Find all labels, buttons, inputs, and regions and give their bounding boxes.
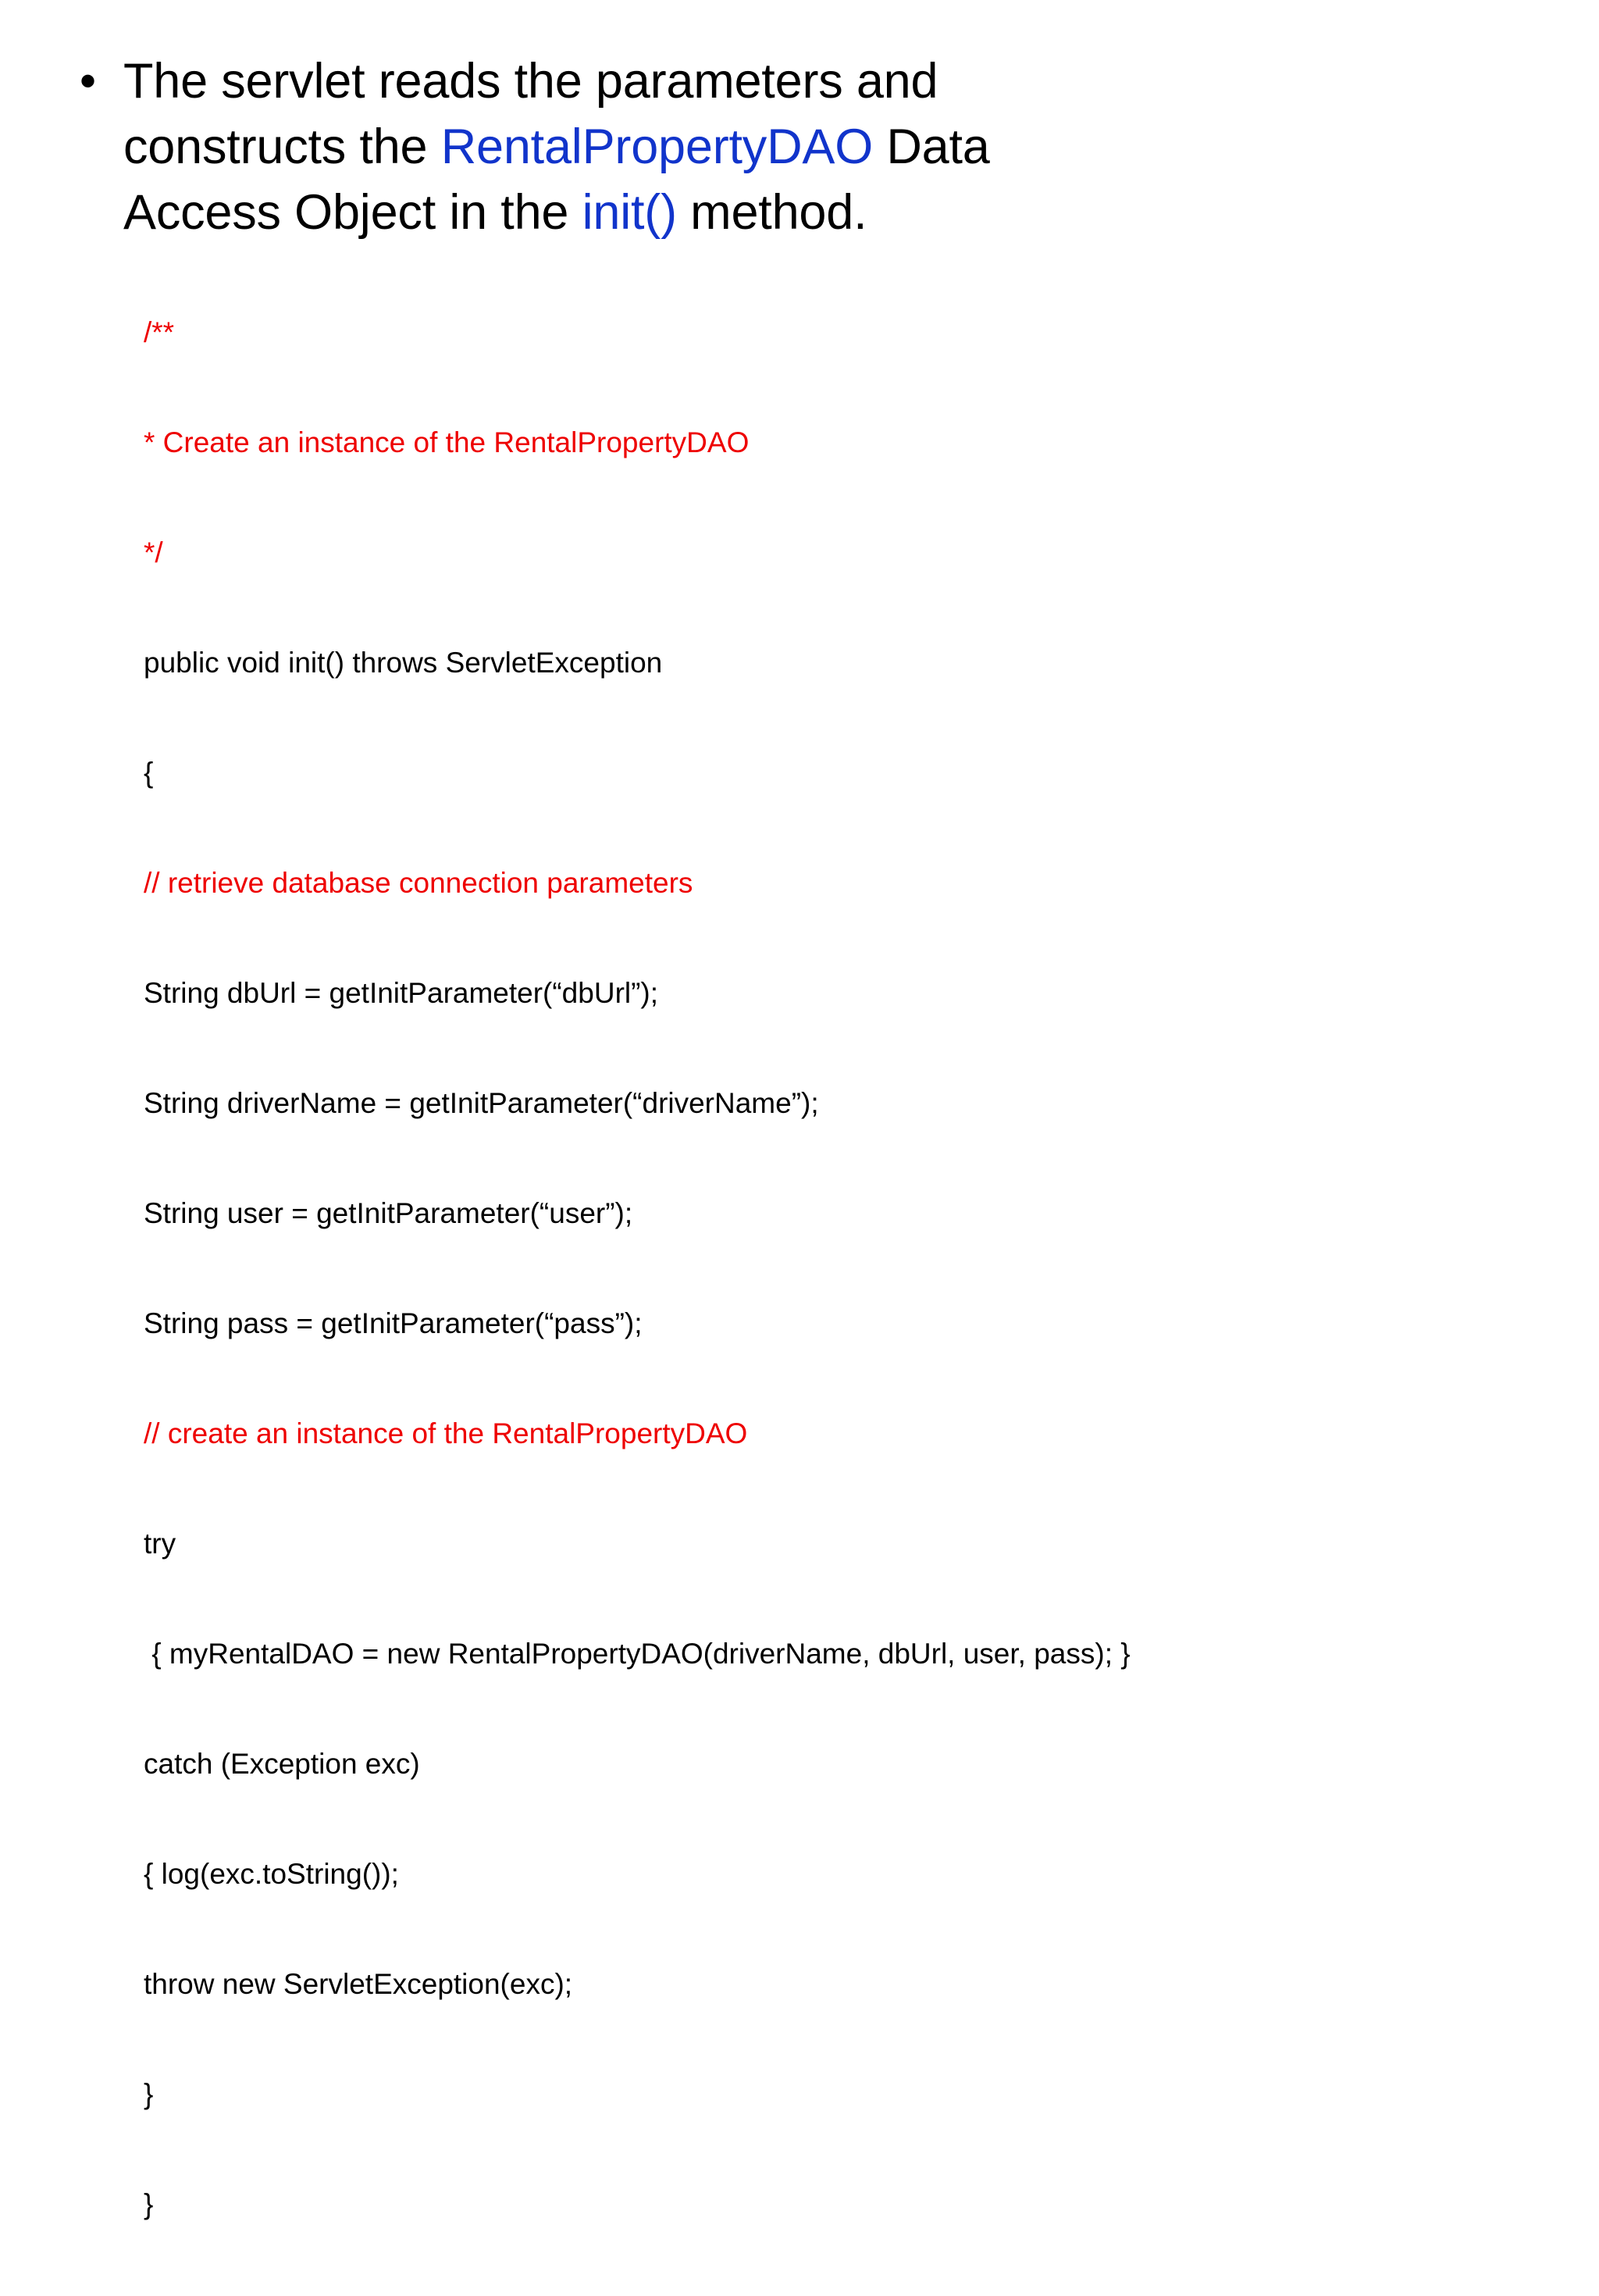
code-line: String user = getInitParameter(“user”); bbox=[144, 1197, 633, 1229]
bullet-text-part3: method. bbox=[676, 185, 867, 240]
code-listing: /** * Create an instance of the RentalPr… bbox=[144, 241, 1549, 2296]
code-line: public void init() throws ServletExcepti… bbox=[144, 647, 663, 679]
bullet-text: The servlet reads the parameters and con… bbox=[123, 48, 1021, 245]
code-line: } bbox=[144, 2188, 154, 2220]
code-line: * Create an instance of the RentalProper… bbox=[144, 426, 750, 458]
code-line: { myRentalDAO = new RentalPropertyDAO(dr… bbox=[144, 1638, 1131, 1670]
code-line: String dbUrl = getInitParameter(“dbUrl”)… bbox=[144, 977, 659, 1009]
code-line: { bbox=[144, 757, 154, 789]
code-line: try bbox=[144, 1528, 176, 1560]
slide-canvas: • The servlet reads the parameters and c… bbox=[75, 48, 1480, 2220]
bullet-text-part2: Data Access Object in the bbox=[123, 119, 990, 240]
code-line: String driverName = getInitParameter(“dr… bbox=[144, 1087, 819, 1119]
code-line: catch (Exception exc) bbox=[144, 1748, 420, 1780]
bullet-marker-icon: • bbox=[80, 55, 97, 107]
code-line: // retrieve database connection paramete… bbox=[144, 867, 693, 899]
bullet-paragraph: • The servlet reads the parameters and c… bbox=[75, 48, 1480, 245]
code-line: // create an instance of the RentalPrope… bbox=[144, 1417, 748, 1449]
code-line: { log(exc.toString()); bbox=[144, 1858, 399, 1890]
code-line: } bbox=[144, 2078, 154, 2110]
code-line: /** bbox=[144, 316, 175, 348]
code-line: String pass = getInitParameter(“pass”); bbox=[144, 1307, 643, 1339]
code-line: */ bbox=[144, 537, 163, 569]
bullet-text-part1: The servlet reads the parameters and con… bbox=[123, 54, 938, 174]
bullet-highlight-rentalpropertydao: RentalPropertyDAO bbox=[440, 119, 874, 174]
code-line: throw new ServletException(exc); bbox=[144, 1968, 573, 2000]
bullet-highlight-init: init() bbox=[582, 185, 677, 240]
